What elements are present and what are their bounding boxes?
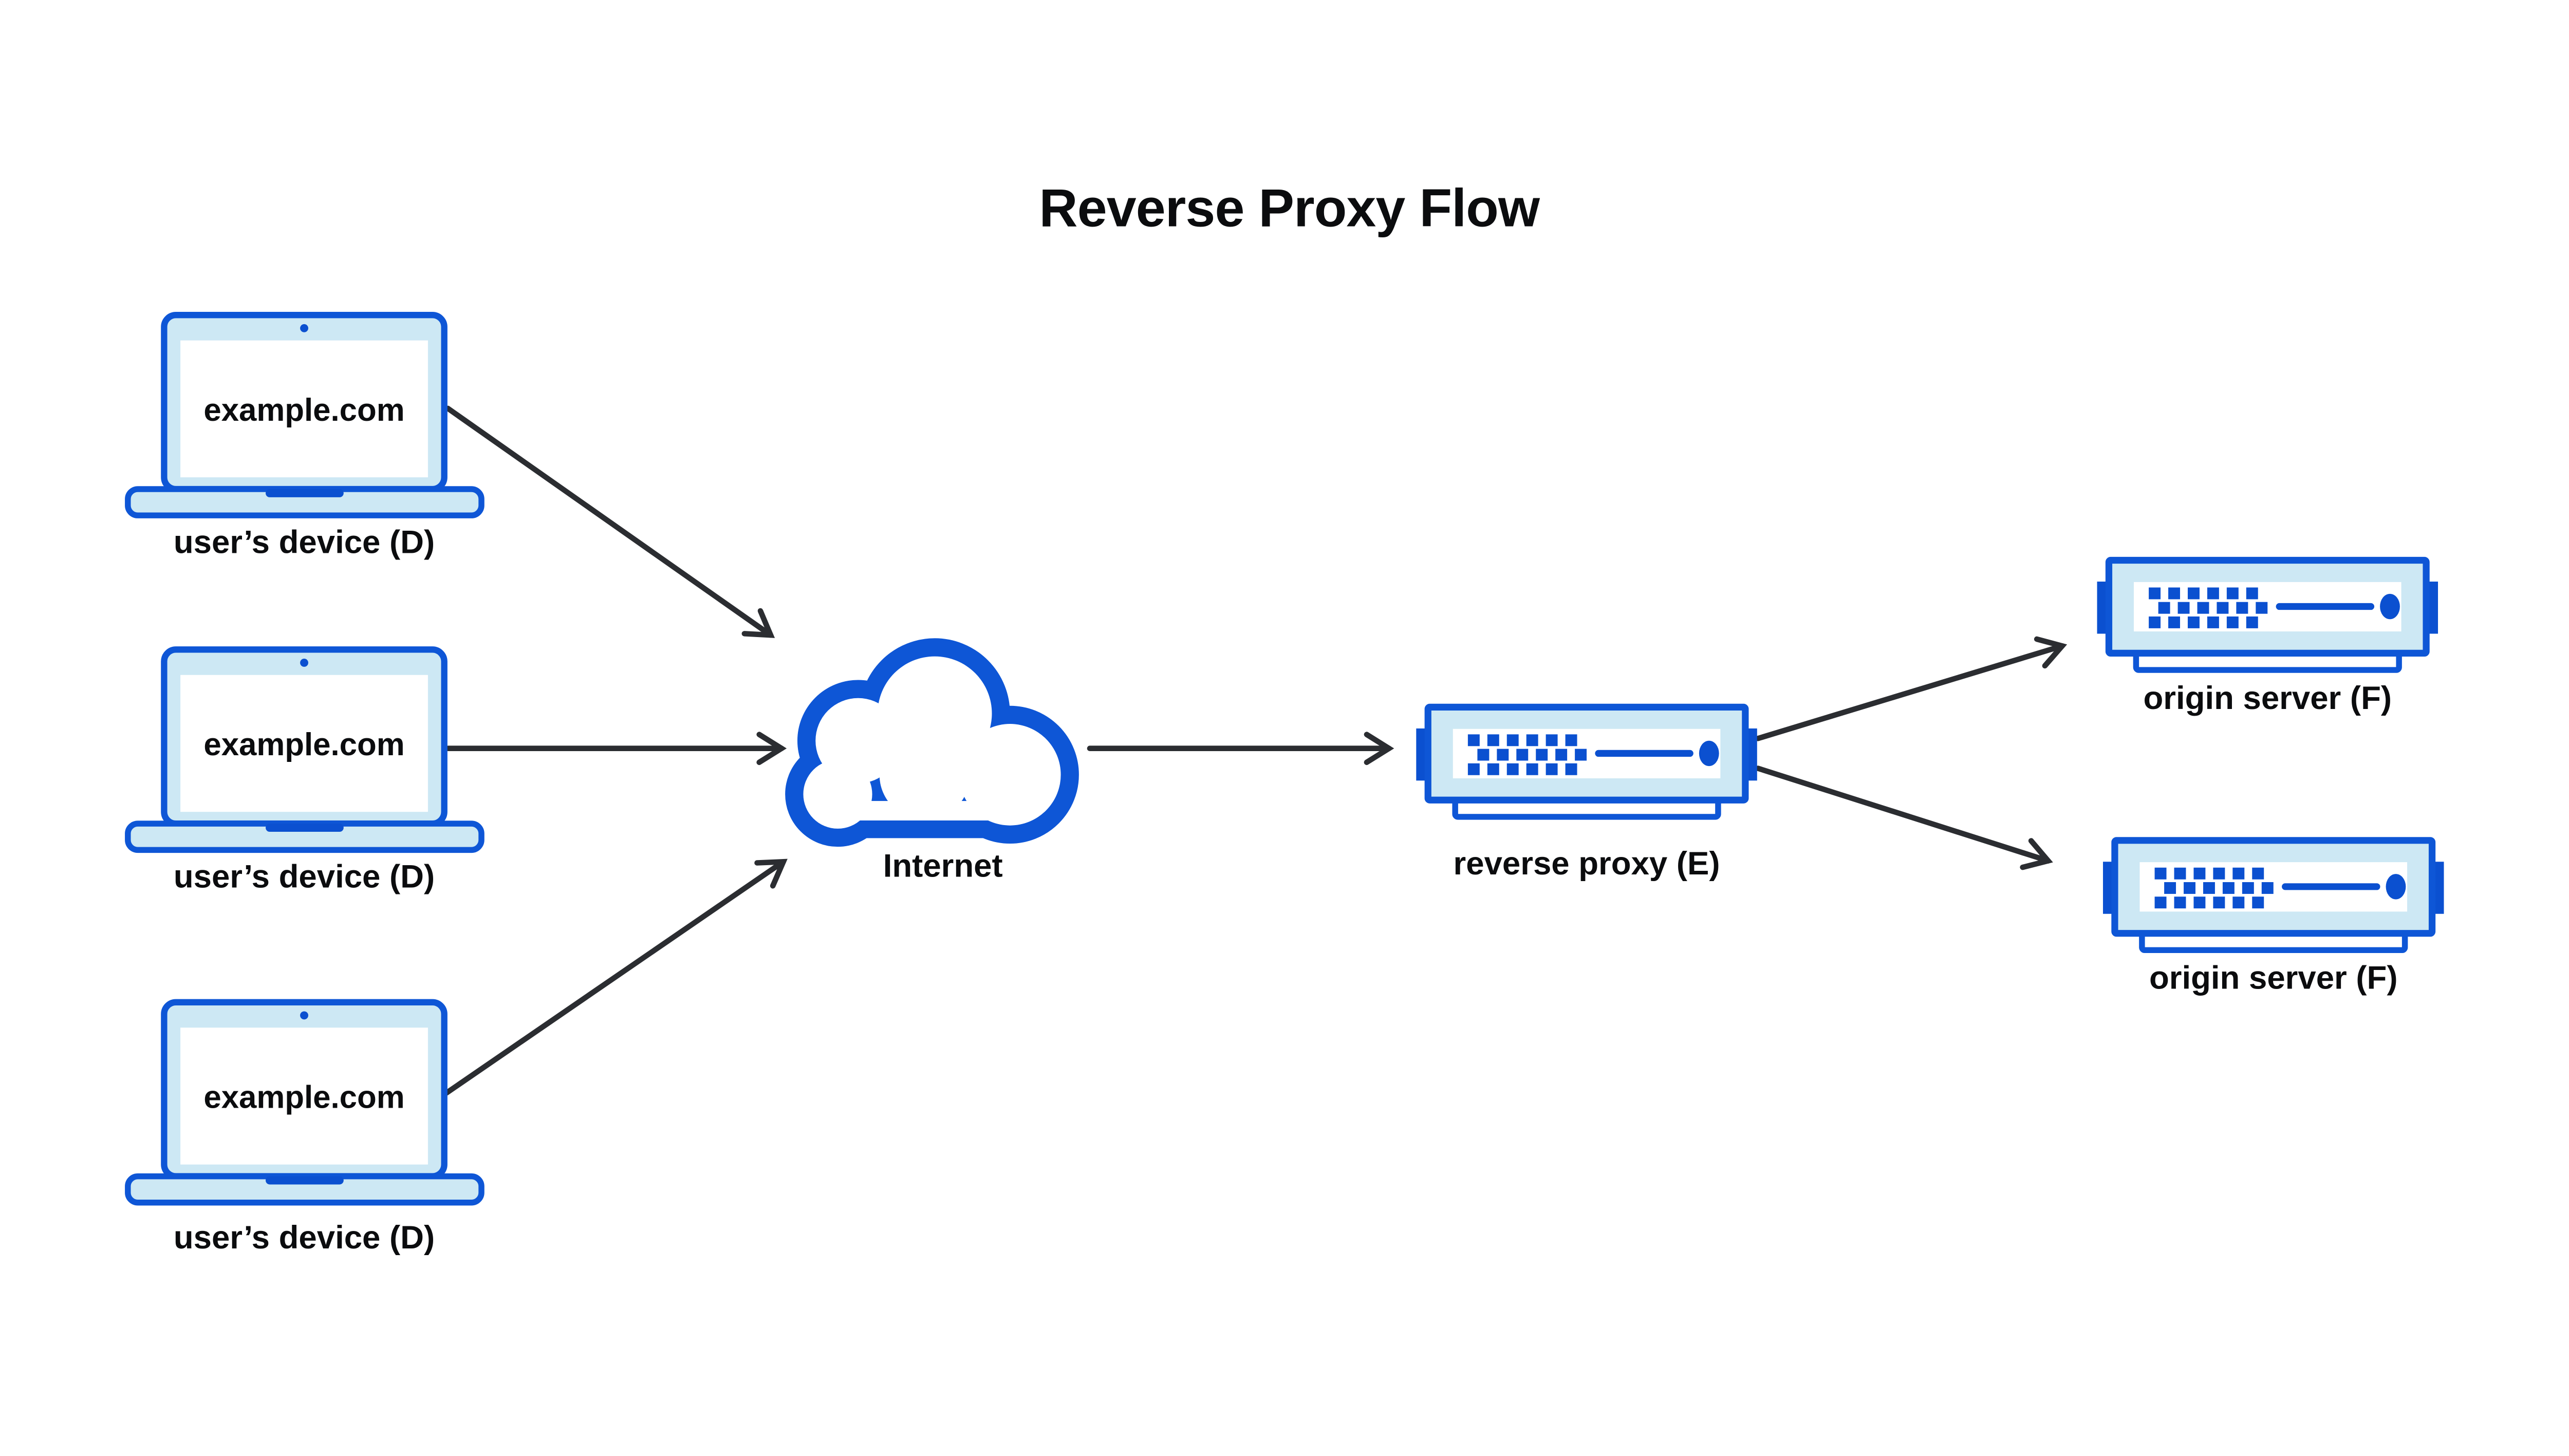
server-icon [1416,707,1757,817]
arrow-device-1-to-internet [445,405,775,638]
arrow-device-3-to-internet [443,858,788,1096]
arrow-internet-to-reverse-proxy [1087,732,1394,766]
internet-label: Internet [883,847,1003,884]
cloud-icon [785,638,1079,847]
arrow-shaft [1755,643,2065,741]
arrow-device-2-to-internet [445,732,787,766]
arrow-reverse-proxy-to-origin-2 [1755,766,2053,870]
arrow-head [741,608,775,638]
origin-server-label: origin server (F) [2149,959,2398,996]
device-screen-text: example.com [203,1079,404,1115]
node-origin-server-1: origin server (F) [2097,561,2438,716]
device-label: user’s device (D) [174,1219,435,1256]
arrow-reverse-proxy-to-origin-1 [1755,636,2068,741]
arrow-head [756,732,787,766]
device-screen-text: example.com [203,727,404,762]
arrow-shaft [443,858,786,1096]
server-icon [2103,841,2444,950]
origin-server-label: origin server (F) [2143,680,2392,716]
arrow-head [754,858,788,889]
node-origin-server-2: origin server (F) [2103,841,2444,996]
device-screen-text: example.com [203,393,404,428]
server-icon [2097,561,2438,670]
node-user-device-1: example.com user’s device (D) [128,315,481,560]
node-reverse-proxy: reverse proxy (E) [1416,707,1757,882]
arrow-head [2034,636,2068,669]
arrows-layer [443,405,2068,1096]
arrow-shaft [445,405,774,638]
node-user-device-3: example.com user’s device (D) [128,1002,481,1256]
diagram-title: Reverse Proxy Flow [1039,178,1540,238]
reverse-proxy-label: reverse proxy (E) [1454,845,1720,882]
node-user-device-2: example.com user’s device (D) [128,649,481,895]
device-label: user’s device (D) [174,524,435,560]
arrow-shaft [1755,766,2051,864]
node-internet: Internet [785,638,1079,884]
device-label: user’s device (D) [174,858,435,895]
arrow-head [1364,732,1394,766]
arrow-head [2020,838,2053,870]
